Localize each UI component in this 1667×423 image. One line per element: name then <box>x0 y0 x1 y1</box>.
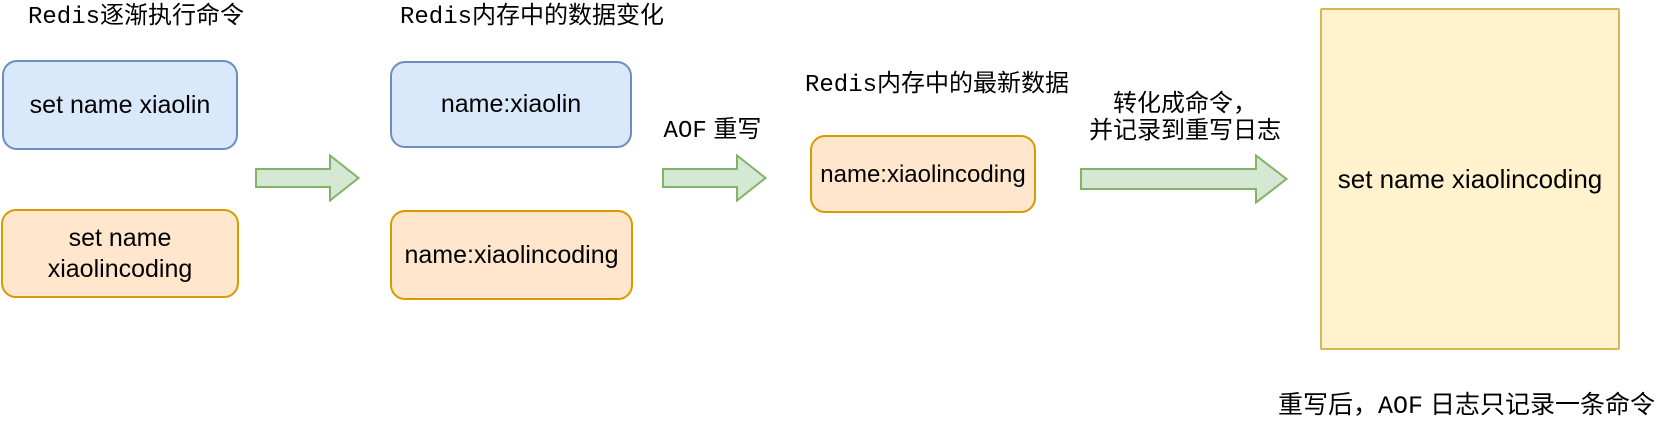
label-aof-rewrite-text: 重写 <box>706 116 762 143</box>
label-convert-line2: 并记录到重写日志 <box>1089 117 1281 144</box>
title-step3: Redis内存中的最新数据 <box>805 70 1069 100</box>
box-aof-log: set name xiaolincoding <box>1320 8 1620 350</box>
title-step1: Redis逐渐执行命令 <box>28 2 244 32</box>
footer-note-part2: 日志只记录一条命令 <box>1423 391 1655 419</box>
box-latest-name-xiaolincoding-label: name:xiaolincoding <box>820 160 1026 188</box>
arrow-right-icon-2 <box>662 154 767 202</box>
title-step1-prefix: Redis <box>28 4 101 31</box>
footer-note: 重写后，AOF 日志只记录一条命令 <box>1185 385 1655 421</box>
box-command-set-name-xiaolincoding: set name xiaolincoding <box>1 209 239 298</box>
title-step2-text: 内存中的数据变化 <box>472 2 665 29</box>
label-convert-to-command: 转化成命令， 并记录到重写日志 <box>1080 90 1290 144</box>
box-command-set-name-xiaolin-label: set name xiaolin <box>29 90 211 119</box>
title-step2: Redis内存中的数据变化 <box>400 2 664 32</box>
arrow-right-icon-3 <box>1080 154 1288 204</box>
footer-note-mono: AOF <box>1378 392 1424 421</box>
footer-note-part1: 重写后， <box>1278 391 1379 419</box>
box-command-set-name-xiaolin: set name xiaolin <box>2 60 238 150</box>
box-memory-name-xiaolin: name:xiaolin <box>390 61 632 148</box>
box-latest-name-xiaolincoding: name:xiaolincoding <box>810 135 1036 213</box>
box-memory-name-xiaolincoding-label: name:xiaolincoding <box>404 240 619 269</box>
title-step2-prefix: Redis <box>400 4 473 31</box>
label-aof-rewrite-mono: AOF <box>663 118 707 145</box>
title-step3-text: 内存中的最新数据 <box>877 70 1070 97</box>
title-step1-text: 逐渐执行命令 <box>100 2 245 29</box>
label-aof-rewrite: AOF 重写 <box>640 116 785 145</box>
box-memory-name-xiaolin-label: name:xiaolin <box>440 90 582 118</box>
box-command-set-name-xiaolincoding-label: set name xiaolincoding <box>47 223 193 283</box>
arrow-right-icon-1 <box>255 154 360 202</box>
title-step3-prefix: Redis <box>805 72 878 99</box>
box-memory-name-xiaolincoding: name:xiaolincoding <box>390 210 633 300</box>
box-aof-log-label: set name xiaolincoding <box>1337 163 1603 194</box>
label-convert-line1: 转化成命令， <box>1113 90 1257 117</box>
